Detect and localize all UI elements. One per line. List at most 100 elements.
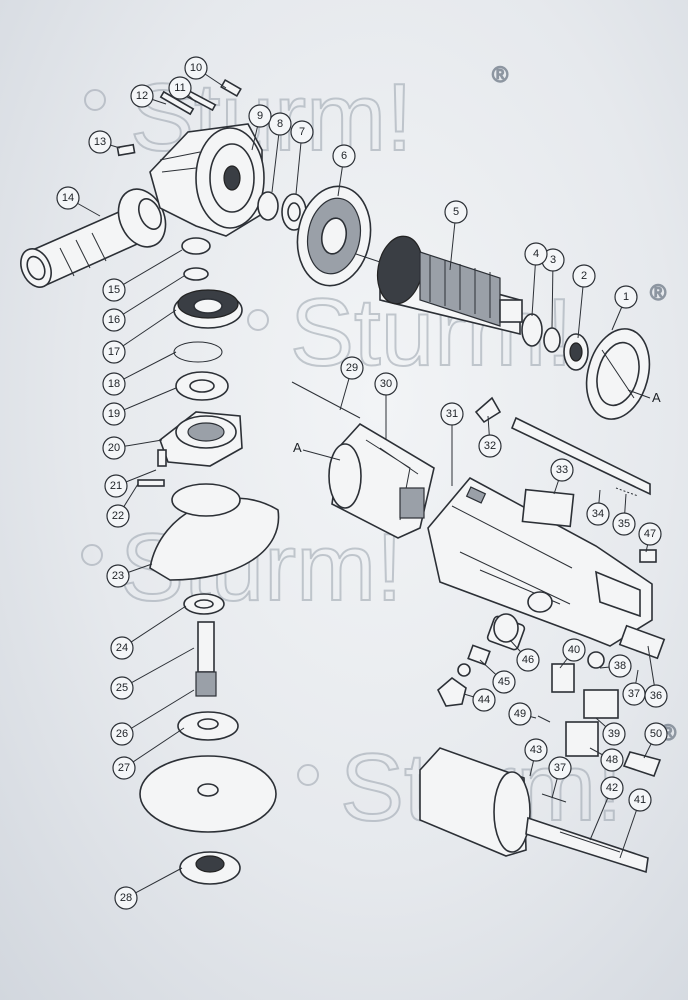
callout-leader-24 [121,605,187,649]
callout-bubble-6 [332,144,356,168]
callout-label-9: 9 [257,110,263,122]
callout-label-40: 40 [568,644,580,656]
callout-bubble-33 [550,458,574,482]
callout-bubble-17 [102,340,126,364]
callout-label-8: 8 [277,118,283,130]
callout-label-1: 1 [623,291,629,303]
callout-label-43: 43 [530,744,542,756]
callout-leader-17 [113,309,177,353]
callout-leader-26 [121,689,195,735]
callout-label-2: 2 [581,270,587,282]
callout-label-32: 32 [484,440,496,452]
callout-bubble-20 [102,436,126,460]
callout-label-13: 13 [94,136,106,148]
callout-label-41: 41 [634,794,646,806]
callout-label-38: 38 [614,660,626,672]
callout-label-47: 47 [644,528,656,540]
callout-bubble-25 [110,676,134,700]
callout-label-26: 26 [116,728,128,740]
callout-label-36: 36 [650,690,662,702]
callout-bubble-2 [572,264,596,288]
callout-label-17: 17 [108,346,120,358]
callout-label-21: 21 [110,480,122,492]
callout-label-27: 27 [118,762,130,774]
part-switch-components [437,549,666,778]
part-stator [291,381,435,539]
callout-label-48: 48 [606,754,618,766]
callout-bubble-35 [612,512,636,536]
callout-bubble-24 [110,636,134,660]
callout-leader-15 [113,249,183,291]
callout-bubble-48 [600,748,624,772]
callout-leader-27 [123,727,185,769]
callout-bubble-34 [586,502,610,526]
callout-bubble-41 [628,788,652,812]
part-clip [474,396,502,424]
callout-label-6: 6 [341,150,347,162]
callout-label-15: 15 [108,284,120,296]
callout-label-42: 42 [606,782,618,794]
callout-bubble-46 [516,648,540,672]
callout-bubble-37 [548,756,572,780]
callout-label-35: 35 [618,518,630,530]
callout-label-34: 34 [592,508,604,520]
callout-label-46: 46 [522,654,534,666]
callout-label-28: 28 [120,892,132,904]
part-gear-housing [149,123,265,237]
callout-bubble-4 [524,242,548,266]
callout-bubble-49 [508,702,532,726]
callout-label-24: 24 [116,642,128,654]
callout-bubble-30 [374,372,398,396]
callout-bubble-10 [184,56,208,80]
callout-label-31: 31 [446,408,458,420]
callout-bubble-11 [168,76,192,100]
callout-bubble-38 [608,654,632,678]
callout-leader-25 [121,647,195,689]
callout-bubble-7 [290,120,314,144]
callout-layer: 1234567891011121314151617181920212223242… [56,56,668,910]
callout-label-22: 22 [112,510,124,522]
callout-bubble-44 [472,688,496,712]
callout-bubble-16 [102,308,126,332]
callout-bubble-45 [492,670,516,694]
callout-bubble-8 [268,112,292,136]
callout-label-33: 33 [556,464,568,476]
ref-a-right: A [652,390,661,405]
callout-label-29: 29 [346,362,358,374]
callout-bubble-18 [102,372,126,396]
callout-leader-18 [113,351,177,385]
callout-bubble-50 [644,722,668,746]
callout-bubble-26 [110,722,134,746]
callout-label-49: 49 [514,708,526,720]
callout-bubble-12 [130,84,154,108]
callout-bubble-32 [478,434,502,458]
callout-bubble-14 [56,186,80,210]
part-motor-housing [427,476,653,647]
watermark-registered-middle: ® [650,280,666,305]
part-rear-cap [585,328,651,420]
callout-label-16: 16 [108,314,120,326]
callout-leader-16 [113,275,185,321]
callout-label-20: 20 [108,442,120,454]
callout-label-14: 14 [62,192,74,204]
callout-bubble-21 [104,474,128,498]
part-spindle-stack [137,237,280,885]
callout-bubble-15 [102,278,126,302]
part-rear-housing [419,747,649,874]
callout-label-39: 39 [608,728,620,740]
callout-label-12: 12 [136,90,148,102]
part-bearings-upper [257,191,307,231]
callout-label-11: 11 [174,82,185,94]
callout-bubble-47 [638,522,662,546]
callout-label-50: 50 [650,728,662,740]
callout-label-19: 19 [108,408,120,420]
callout-label-10: 10 [190,62,202,74]
callout-label-7: 7 [299,126,305,138]
callout-label-25: 25 [116,682,128,694]
callout-label-18: 18 [108,378,120,390]
callout-bubble-1 [614,285,638,309]
part-side-handle [20,188,167,288]
callout-bubble-9 [248,104,272,128]
